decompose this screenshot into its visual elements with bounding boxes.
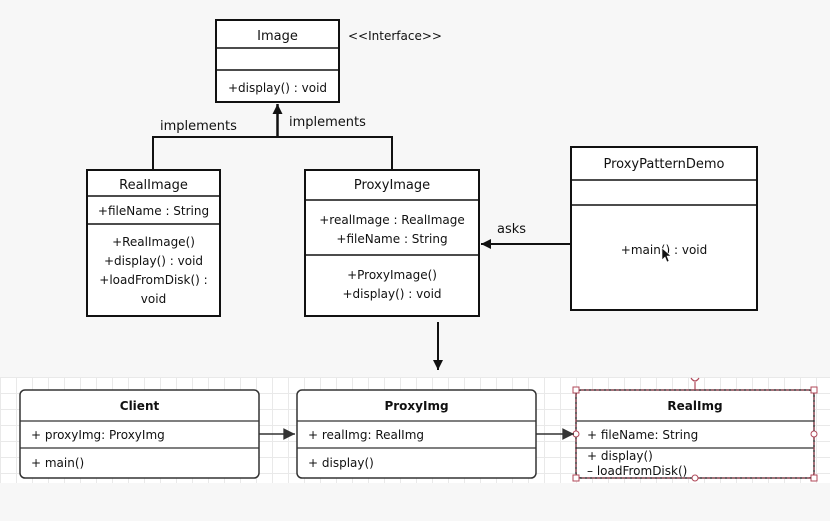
class-realimage-method: +display() : void xyxy=(104,254,203,268)
class-realimage-method: +loadFromDisk() : xyxy=(99,273,207,287)
class-proxyimg-attribute: + realImg: RealImg xyxy=(308,428,424,442)
class-proxyimage-name: ProxyImage xyxy=(354,178,430,193)
class-realimage-method: +RealImage() xyxy=(112,235,195,249)
class-client-method: + main() xyxy=(31,456,84,470)
class-realimg-method: + display() xyxy=(587,449,653,463)
class-realimage-name: RealImage xyxy=(119,178,188,193)
mouse-cursor-icon xyxy=(661,247,672,263)
class-client-name: Client xyxy=(120,399,160,413)
class-realimg-name: RealImg xyxy=(667,399,722,413)
class-image-method: +display() : void xyxy=(228,81,327,95)
implements-label-right: implements xyxy=(289,115,366,130)
rotate-handle-icon[interactable] xyxy=(690,377,700,390)
class-proxyimg-name: ProxyImg xyxy=(384,399,448,413)
class-realimage[interactable]: RealImage +fileName : String +RealImage(… xyxy=(86,169,221,317)
implements-label-left: implements xyxy=(160,119,237,134)
interface-stereotype: <<Interface>> xyxy=(348,29,442,43)
class-realimg-method: – loadFromDisk() xyxy=(587,464,687,478)
class-realimg[interactable]: RealImg + fileName: String + display() –… xyxy=(575,389,815,479)
class-proxypatterndemo[interactable]: ProxyPatternDemo +main() : void xyxy=(570,146,758,311)
class-proxyimg-method: + display() xyxy=(308,456,374,470)
implements-connector xyxy=(152,104,393,170)
asks-label: asks xyxy=(497,222,526,237)
class-realimg-attribute: + fileName: String xyxy=(587,428,698,442)
class-realimage-method: void xyxy=(141,292,166,306)
class-image-name: Image xyxy=(257,29,298,44)
class-client[interactable]: Client + proxyImg: ProxyImg + main() xyxy=(19,389,260,479)
class-proxyimage-method: +display() : void xyxy=(342,287,441,301)
class-proxyimage-attribute: +realImage : RealImage xyxy=(319,213,465,227)
class-proxyimage-method: +ProxyImage() xyxy=(347,268,437,282)
class-image[interactable]: Image +display() : void xyxy=(215,19,340,103)
class-realimage-attribute: +fileName : String xyxy=(98,204,209,218)
selection-handles[interactable] xyxy=(572,386,818,482)
class-proxyimage[interactable]: ProxyImage +realImage : RealImage +fileN… xyxy=(304,169,480,317)
class-proxypatterndemo-name: ProxyPatternDemo xyxy=(603,157,724,172)
class-proxyimg[interactable]: ProxyImg + realImg: RealImg + display() xyxy=(296,389,537,479)
class-proxyimage-attribute: +fileName : String xyxy=(336,232,447,246)
class-client-attribute: + proxyImg: ProxyImg xyxy=(31,428,165,442)
